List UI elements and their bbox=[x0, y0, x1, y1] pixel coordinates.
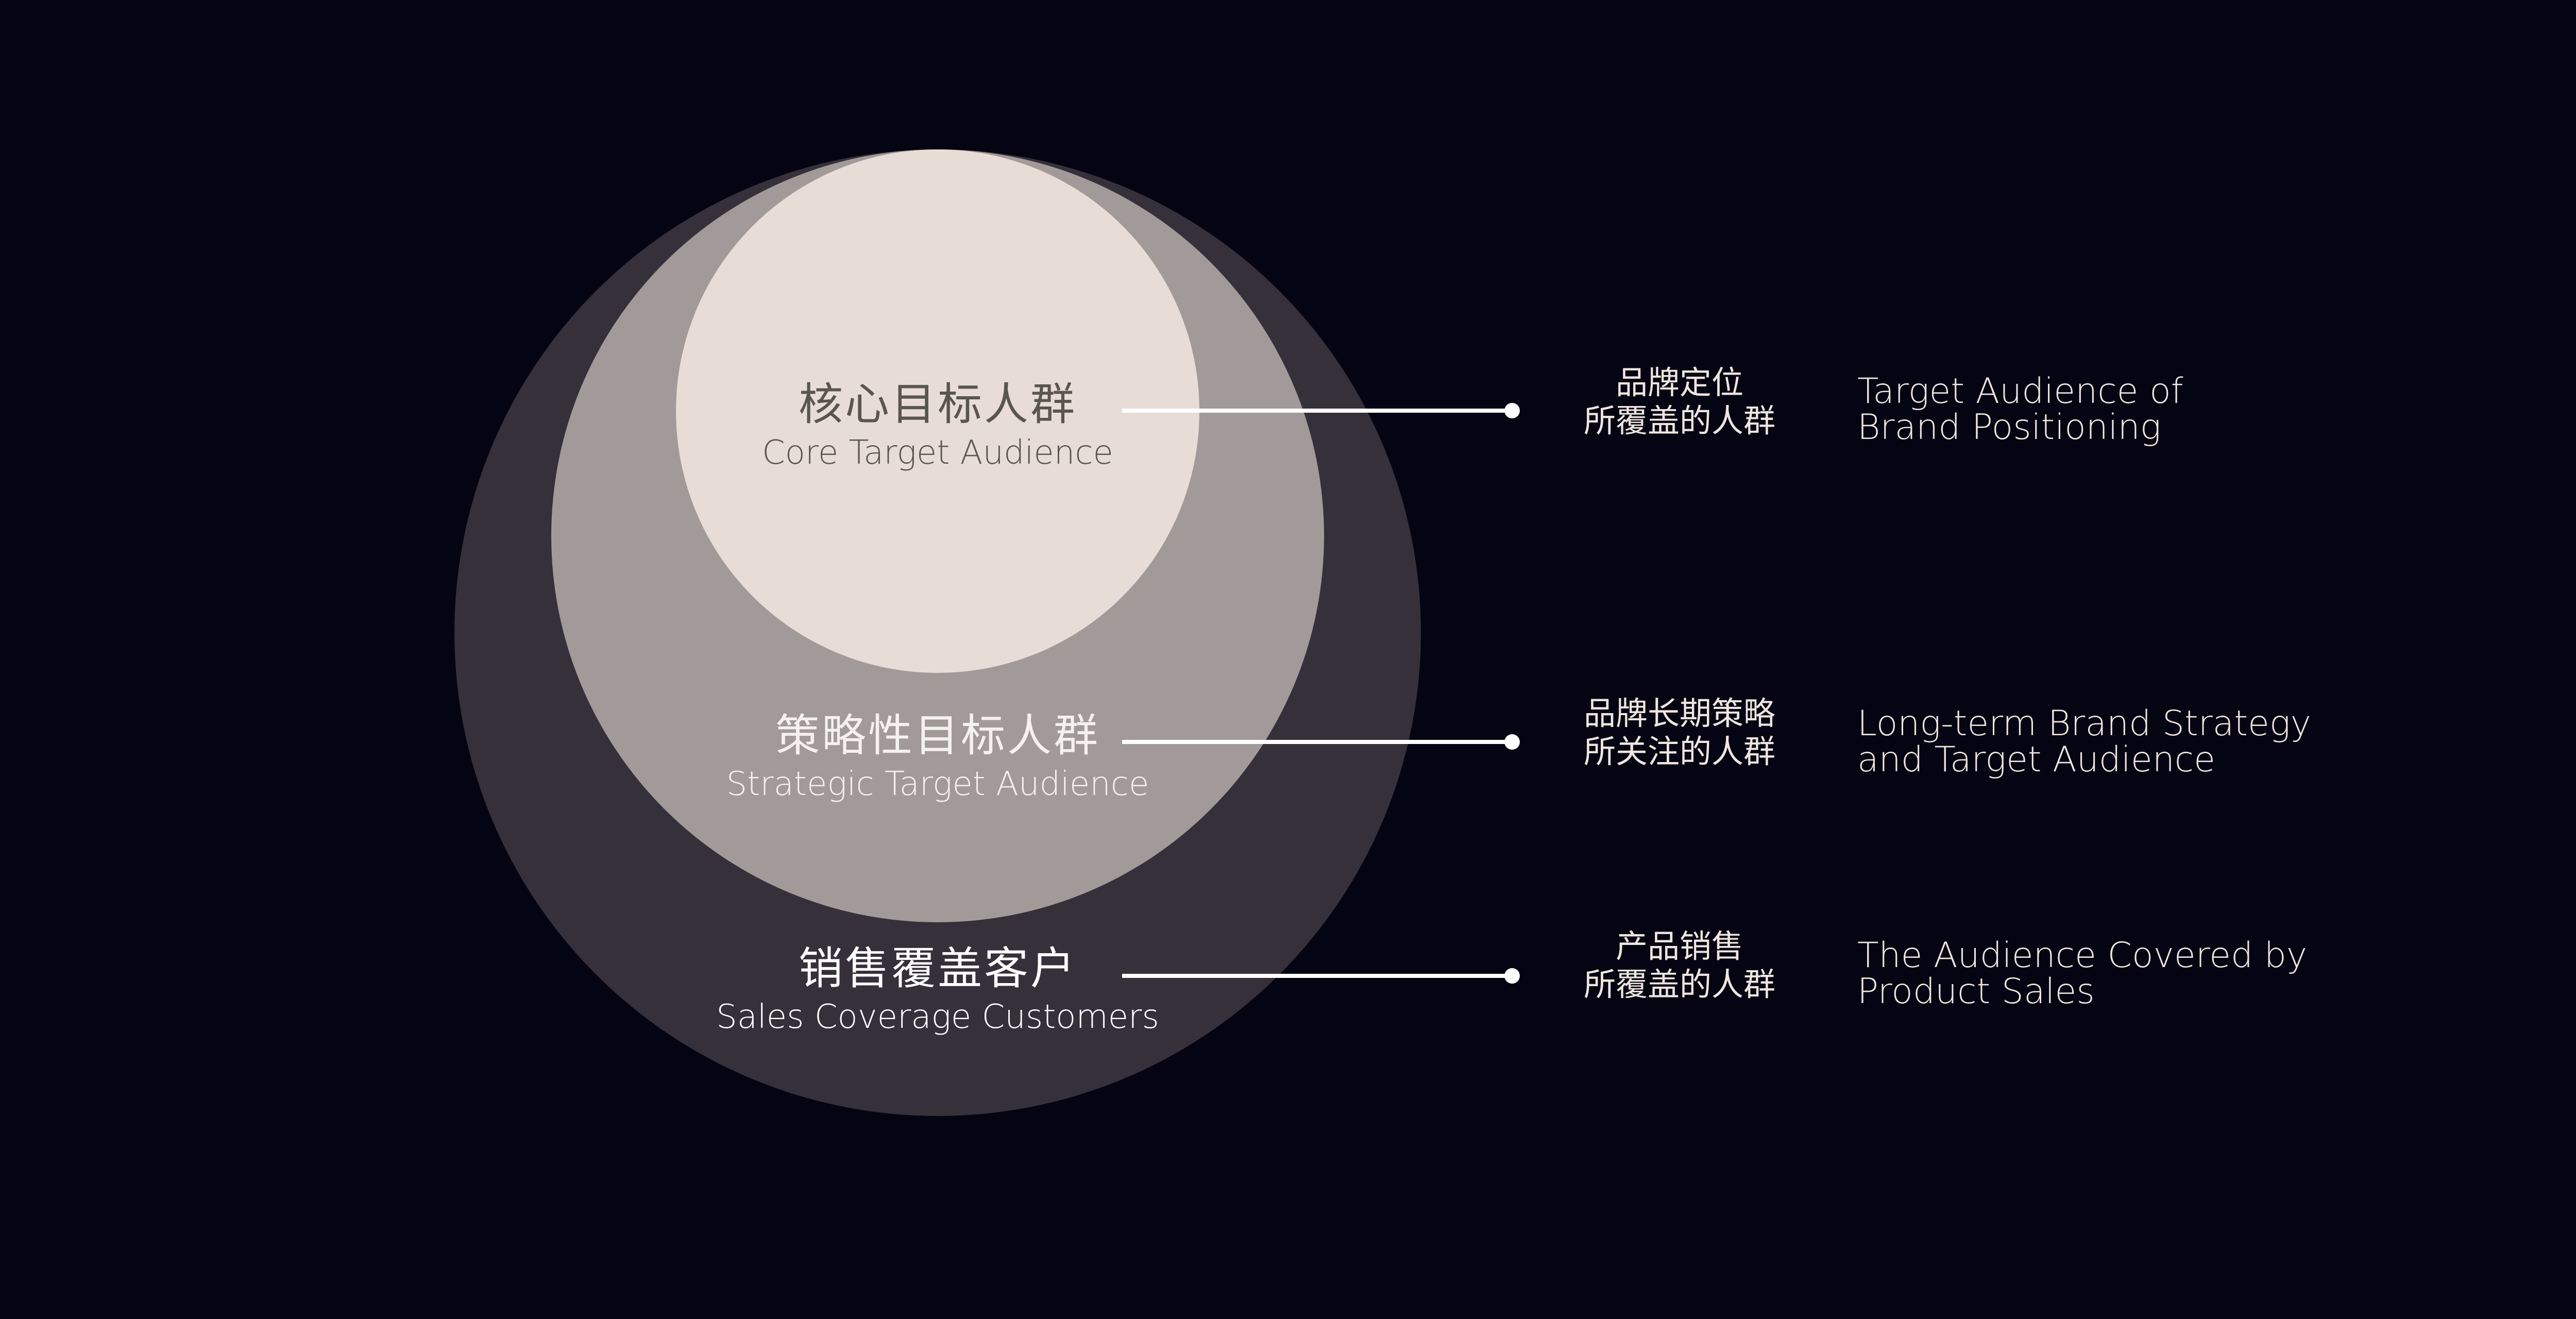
sales-leader-dot bbox=[1504, 968, 1520, 984]
core-audience-title-zh: 核心目标人群 bbox=[799, 379, 1077, 430]
strategic-leader-dot bbox=[1504, 734, 1520, 750]
strategic-audience-title-en: Strategic Target Audience bbox=[726, 765, 1149, 803]
sales-coverage-label: 销售覆盖客户 Sales Coverage Customers bbox=[680, 943, 1195, 1038]
sales-description-zh: 产品销售 所覆盖的人群 bbox=[1551, 927, 1808, 1004]
strategic-audience-title-zh: 策略性目标人群 bbox=[775, 710, 1100, 762]
sales-description-en: The Audience Covered by Product Sales bbox=[1857, 938, 2307, 1010]
core-desc-en-line2: Brand Positioning bbox=[1857, 407, 2161, 448]
strategic-desc-zh-line1: 品牌长期策略 bbox=[1583, 695, 1775, 732]
core-description-zh: 品牌定位 所覆盖的人群 bbox=[1551, 364, 1808, 440]
strategic-description-en: Long-term Brand Strategy and Target Audi… bbox=[1857, 706, 2311, 778]
strategic-desc-en-line1: Long-term Brand Strategy bbox=[1857, 703, 2311, 744]
sales-leader-line bbox=[1122, 974, 1512, 978]
sales-desc-zh-line1: 产品销售 bbox=[1615, 927, 1743, 965]
sales-coverage-title-en: Sales Coverage Customers bbox=[716, 998, 1159, 1036]
inner-circle-core-audience bbox=[676, 149, 1199, 673]
core-desc-zh-line1: 品牌定位 bbox=[1615, 364, 1743, 401]
strategic-desc-zh-line2: 所关注的人群 bbox=[1583, 733, 1775, 770]
core-desc-zh-line2: 所覆盖的人群 bbox=[1583, 402, 1775, 439]
sales-desc-en-line1: The Audience Covered by bbox=[1857, 935, 2308, 976]
core-leader-dot bbox=[1504, 403, 1520, 418]
sales-desc-en-line2: Product Sales bbox=[1857, 971, 2095, 1012]
strategic-desc-en-line2: and Target Audience bbox=[1857, 739, 2216, 780]
core-description-en: Target Audience of Brand Positioning bbox=[1857, 374, 2183, 446]
core-audience-title-en: Core Target Audience bbox=[762, 434, 1113, 472]
strategic-leader-line bbox=[1122, 740, 1512, 744]
sales-desc-zh-line2: 所覆盖的人群 bbox=[1583, 966, 1775, 1003]
core-audience-label: 核心目标人群 Core Target Audience bbox=[680, 379, 1195, 474]
core-leader-line bbox=[1122, 409, 1512, 413]
sales-coverage-title-zh: 销售覆盖客户 bbox=[799, 943, 1077, 994]
strategic-audience-label: 策略性目标人群 Strategic Target Audience bbox=[680, 710, 1195, 805]
strategic-description-zh: 品牌长期策略 所关注的人群 bbox=[1551, 695, 1808, 771]
core-desc-en-line1: Target Audience of bbox=[1857, 371, 2183, 412]
